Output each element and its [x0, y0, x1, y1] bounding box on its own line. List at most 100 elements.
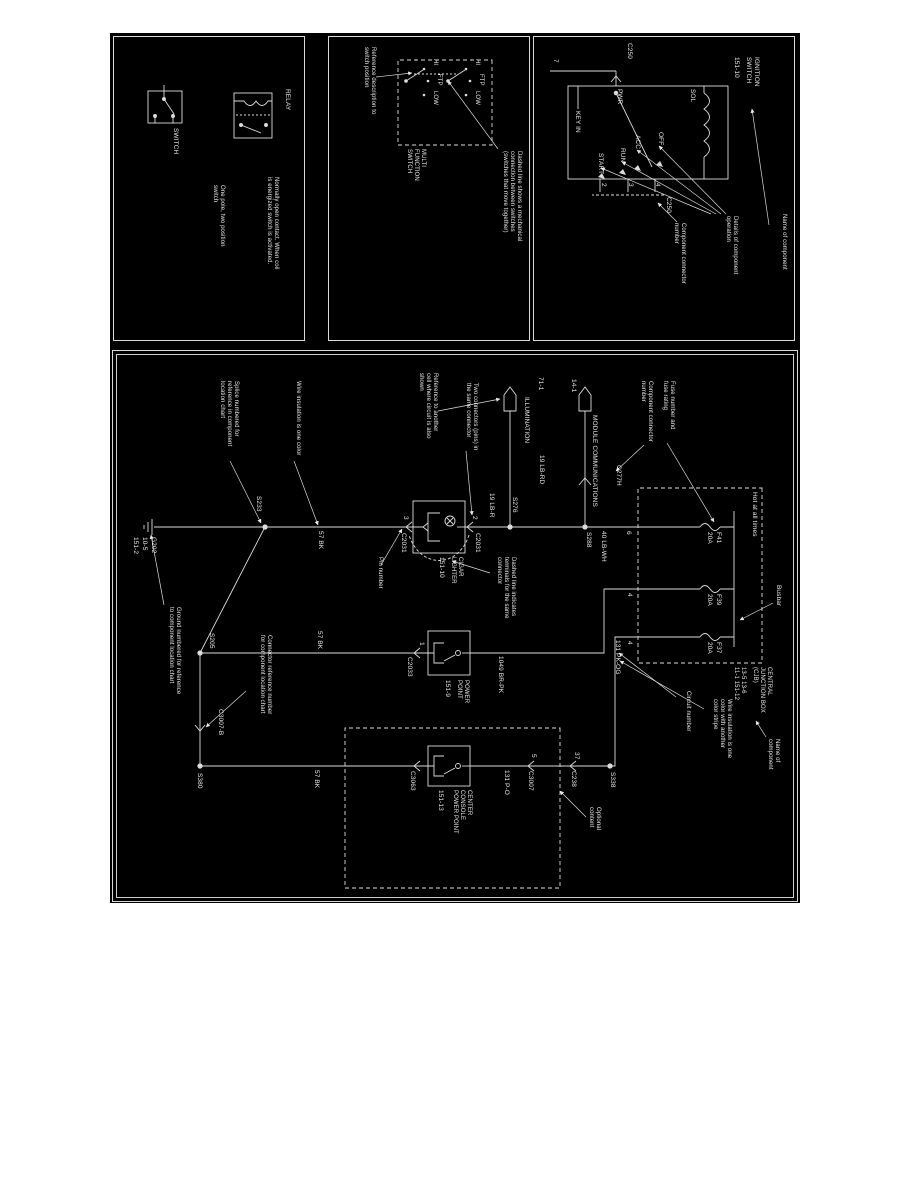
cjb-pin-4a: 4: [626, 593, 633, 597]
callout-name-of-component-ignition: Name of component: [781, 214, 787, 270]
splice-s276-label: S276: [511, 497, 518, 513]
callout-circuit-number: Circuit number: [685, 691, 691, 732]
diagram-sheet: IGNITION SWITCH 151-10 Name of component…: [110, 33, 800, 903]
mf-pos-ftp-lower: FTP: [436, 74, 442, 86]
same-connector-dashed-link: [408, 534, 470, 561]
connector-c3007-label: C3007: [527, 771, 534, 791]
console-power-point-symbol: [428, 755, 456, 777]
mf-pos-hi-lower: HI: [432, 59, 438, 66]
wire-57-bk-pp-label: 57 BK: [316, 631, 323, 650]
wire-57-bk-trunk-label: 57 BK: [317, 531, 324, 550]
connector-chevron-c3007: [527, 760, 535, 772]
ignition-page-ref: 151-10: [733, 57, 740, 78]
callout-component-connector-ignition: Component connector number: [672, 223, 686, 284]
callout-mechanical-link: Dashed line shows a mechanical connectio…: [501, 151, 522, 242]
position-run: RUN: [619, 148, 626, 163]
wire-40-lb-wh-label: 40 LB-WH: [600, 531, 607, 562]
wire-1049-br-pk: [470, 588, 638, 654]
callout-reference-description: Reference description to switch position: [362, 47, 376, 115]
wire-57-bk-console-label: 57 BK: [313, 770, 320, 789]
splice-s338-label: S338: [609, 772, 616, 788]
connector-c3007-pin-5: 5: [530, 754, 537, 758]
ground-g202-ref1: 10-5: [141, 537, 148, 551]
ground-bus: [199, 526, 266, 766]
connector-c2033-label: C2033: [406, 657, 413, 677]
cjb-page-refs: 13-5 13-6 11-1 151-12: [732, 667, 746, 701]
connector-c3007b-label: C3007-B: [217, 709, 224, 736]
power-point-pin-1: 1: [418, 642, 425, 646]
wiring-artwork: [143, 59, 774, 889]
hot-at-all-times: Hot at all times: [751, 492, 758, 537]
callout-optional-content: Optional content: [587, 807, 601, 831]
callout-two-connectors: Two connectors (pins) in the same connec…: [464, 383, 478, 451]
mf-pos-low-upper: LOW: [474, 91, 480, 105]
ignition-pin-7: 7: [552, 59, 559, 63]
multifunction-title: MULTI FUNCTION SWITCH: [405, 149, 426, 181]
terminal-sol: SOL: [689, 89, 696, 103]
console-power-point-name: CENTER CONSOLE POWER POINT: [451, 790, 472, 834]
connector-chevron-c250-left: [610, 75, 622, 83]
cigar-pin-2: 2: [471, 516, 478, 520]
connector-c2031-top-label: C2031: [474, 533, 481, 553]
power-point-name: POWER POINT: [455, 680, 469, 704]
callout-pin-number: Pin number: [377, 557, 383, 589]
switch-description: One pole, two position switch: [211, 185, 225, 247]
relay-coil: [234, 100, 272, 106]
fuse-elements: [699, 523, 721, 641]
offpage-arrow-module: [578, 386, 592, 412]
callout-same-connector: Dashed line indicates terminals for the …: [495, 557, 516, 619]
illum-ref-71-1: 71-1: [537, 377, 544, 391]
power-point-symbol: [428, 642, 456, 664]
connector-chevron-c2031-top: [466, 521, 474, 533]
callout-splice-numbered: Splice numbered for reference in compone…: [218, 381, 239, 447]
relay-description: Normally open contact. When coil is ener…: [265, 177, 279, 270]
ground-g202-id: G202: [150, 537, 157, 554]
multifunction-dashed-box: [397, 59, 493, 146]
position-acc: ACC: [634, 135, 641, 150]
mf-pos-low-lower: LOW: [432, 91, 438, 105]
fuse-f37-rating: 20A: [706, 642, 713, 654]
callout-ground-numbered: Ground numbered for reference to compone…: [167, 607, 181, 695]
cigar-pin-3: 3: [402, 516, 409, 520]
ignition-rotor-arm: [615, 92, 653, 168]
splice-s338: [607, 763, 613, 769]
ground-g202-ref2: 151-2: [132, 537, 139, 555]
wire-131-pk-og-label: 131 PK-OG: [614, 640, 621, 675]
connector-chevron-c3063: [413, 760, 421, 772]
splice-s288-label: S288: [585, 532, 592, 548]
fuse-f37-id: F37: [715, 642, 722, 654]
ground-symbol-g202: [143, 519, 153, 535]
wire-131-pk-og: [470, 636, 638, 767]
splice-s205-label: S205: [208, 633, 215, 649]
callout-details-of-operation: Details of component operation: [724, 216, 738, 275]
connector-c250-right: C250: [665, 197, 672, 213]
callout-color-stripe: Wire insulation is one color with anothe…: [711, 699, 732, 759]
mf-pos-hi-upper: HI: [474, 59, 480, 66]
relay-label: RELAY: [284, 89, 291, 111]
fuse-f39-id: F39: [715, 594, 722, 606]
power-point-ref: 151-9: [444, 680, 451, 698]
diagram-canvas: IGNITION SWITCH 151-10 Name of component…: [110, 33, 800, 903]
fuse-f41-rating: 20A: [706, 532, 713, 544]
splice-s233-label: S233: [255, 496, 262, 512]
connector-chevron-c238: [569, 760, 577, 772]
connector-c3063-label: C3063: [409, 771, 416, 791]
optional-content-dashed-box: [344, 727, 561, 889]
cigar-lighter-name: CIGAR LIGHTER: [449, 557, 463, 584]
cjb-name: CENTRAL JUNCTION BOX (CJB): [751, 667, 772, 713]
switch-body: [147, 90, 183, 124]
ignition-pin-2: 2: [600, 183, 607, 187]
ignition-title: IGNITION SWITCH: [745, 57, 760, 87]
terminal-key-in: KEY IN: [574, 111, 581, 133]
wire-19-lb-r-label: 19 LB-R: [488, 493, 495, 518]
callout-reference-another-cell: Reference to another cell where circuit …: [417, 373, 438, 439]
connector-c238-pin-37: 37: [573, 752, 580, 760]
multifunction-switch-arms: [405, 69, 466, 82]
splice-s380-label: S380: [196, 773, 203, 789]
connector-chevron-c2033: [413, 647, 421, 659]
callout-fuse-number: Fuse number and fuse rating: [661, 381, 675, 430]
connector-chevron-c3007b: [194, 724, 206, 732]
connector-c238-label: C238: [570, 771, 577, 787]
ignition-coil: [703, 86, 710, 179]
